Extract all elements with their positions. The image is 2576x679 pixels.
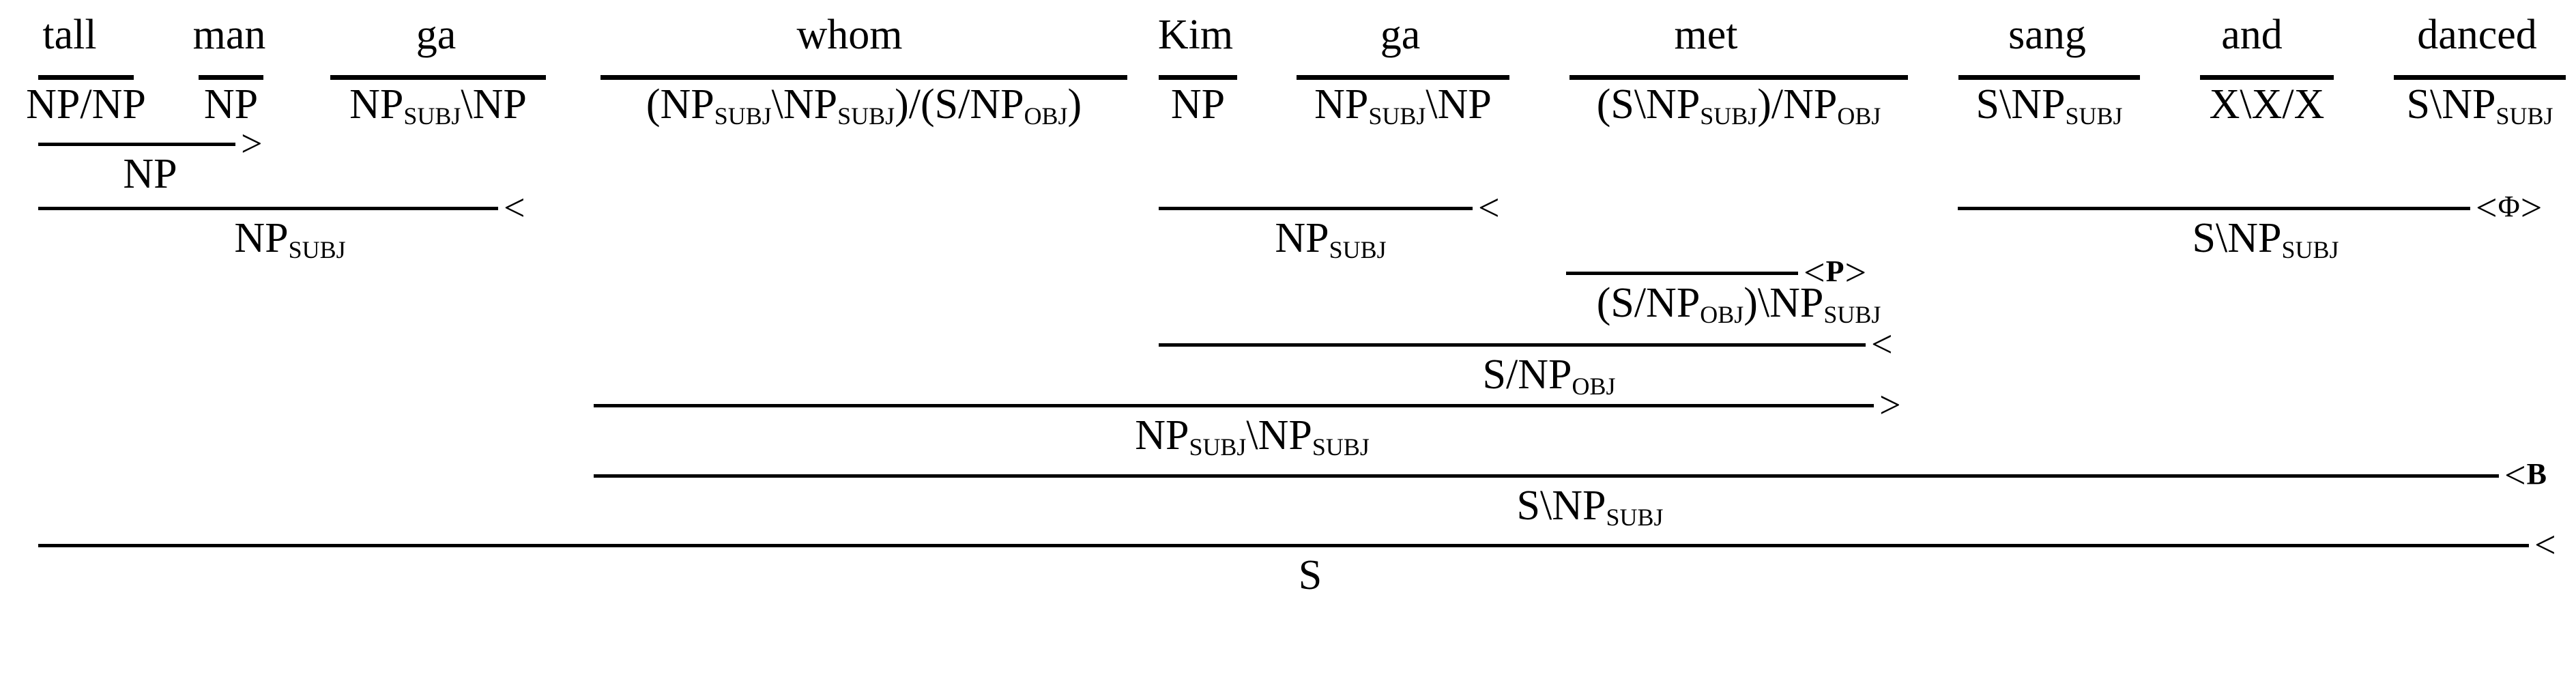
word-whom-3: whom xyxy=(796,12,903,58)
derivation-result-permutation-met: (S/NPOBJ)\NPSUBJ xyxy=(1596,280,1881,328)
category-whom-3: (NPSUBJ\NPSUBJ)/(S/NPOBJ) xyxy=(646,81,1082,130)
rule-symbol: < xyxy=(2476,187,2498,229)
word-ga-2: ga xyxy=(416,12,457,58)
category-ga-2: NPSUBJ\NP xyxy=(349,81,527,130)
derivation-line-backward-composition-relclause-vp xyxy=(594,474,2499,478)
lexical-underline-sang-7 xyxy=(1958,75,2140,80)
category-danced-9: S\NPSUBJ xyxy=(2406,81,2553,130)
derivation-result-backward-application-subject-verb: S/NPOBJ xyxy=(1482,351,1616,400)
rule-label-forward-application-whom-clause: > xyxy=(1879,386,1902,424)
word-Kim-4: Kim xyxy=(1157,12,1234,58)
lexical-underline-and-8 xyxy=(2200,75,2334,80)
derivation-result-backward-application-tallman-ga: NPSUBJ xyxy=(234,215,346,263)
category-Kim-4: NP xyxy=(1170,81,1226,128)
rule-label-permutation-met: <P> xyxy=(1804,254,1867,292)
rule-label-forward-application-tall-man: > xyxy=(241,125,263,163)
rule-symbol: > xyxy=(1844,252,1868,294)
lexical-underline-tall-0 xyxy=(38,75,134,80)
rule-label-backward-application-tallman-ga: < xyxy=(504,189,526,227)
derivation-result-coordination-sang-and-danced: S\NPSUBJ xyxy=(2192,215,2339,263)
rule-symbol: < xyxy=(1871,323,1894,366)
rule-symbol: B xyxy=(2526,457,2547,491)
derivation-line-backward-application-tallman-ga xyxy=(38,207,498,210)
word-and-8: and xyxy=(2221,12,2283,58)
word-man-1: man xyxy=(192,12,266,58)
derivation-line-permutation-met xyxy=(1566,272,1798,275)
word-sang-7: sang xyxy=(2008,12,2086,58)
word-danced-9: danced xyxy=(2417,12,2537,58)
derivation-line-coordination-sang-and-danced xyxy=(1958,207,2470,210)
derivation-result-backward-application-kim-ga: NPSUBJ xyxy=(1275,215,1387,263)
rule-label-backward-composition-relclause-vp: <B xyxy=(2504,457,2547,495)
derivation-line-forward-application-tall-man xyxy=(38,143,235,146)
category-man-1: NP xyxy=(203,81,259,128)
category-and-8: X\X/X xyxy=(2209,81,2325,128)
derivation-line-backward-application-final xyxy=(38,544,2529,547)
rule-label-backward-application-final: < xyxy=(2534,526,2557,564)
rule-symbol: > xyxy=(1879,384,1902,427)
rule-label-backward-application-kim-ga: < xyxy=(1478,189,1501,227)
category-ga-5: NPSUBJ\NP xyxy=(1314,81,1492,130)
derivation-result-forward-application-whom-clause: NPSUBJ\NPSUBJ xyxy=(1135,412,1370,461)
category-sang-7: S\NPSUBJ xyxy=(1976,81,2123,130)
word-ga-5: ga xyxy=(1380,12,1421,58)
rule-symbol: < xyxy=(1478,187,1501,229)
rule-symbol: < xyxy=(504,187,526,229)
rule-symbol: > xyxy=(2520,187,2543,229)
rule-symbol: P xyxy=(1825,255,1845,288)
derivation-line-backward-application-kim-ga xyxy=(1159,207,1473,210)
rule-symbol: < xyxy=(2504,454,2527,497)
lexical-underline-ga-2 xyxy=(330,75,546,80)
derivation-result-backward-application-final: S xyxy=(1298,552,1322,598)
rule-symbol: < xyxy=(1804,252,1826,294)
lexical-underline-met-6 xyxy=(1569,75,1908,80)
lexical-underline-danced-9 xyxy=(2394,75,2566,80)
rule-symbol: < xyxy=(2534,524,2557,566)
lexical-underline-ga-5 xyxy=(1297,75,1509,80)
derivation-line-forward-application-whom-clause xyxy=(594,404,1874,407)
word-met-6: met xyxy=(1674,12,1738,58)
derivation-result-forward-application-tall-man: NP xyxy=(123,151,177,197)
lexical-underline-Kim-4 xyxy=(1159,75,1237,80)
word-tall-0: tall xyxy=(42,12,97,58)
rule-symbol: Φ xyxy=(2498,190,2521,223)
derivation-result-backward-composition-relclause-vp: S\NPSUBJ xyxy=(1516,482,1664,531)
rule-label-coordination-sang-and-danced: <Φ> xyxy=(2476,189,2543,227)
rule-symbol: > xyxy=(241,123,263,165)
derivation-line-backward-application-subject-verb xyxy=(1159,343,1866,347)
category-tall-0: NP/NP xyxy=(26,81,146,128)
category-met-6: (S\NPSUBJ)/NPOBJ xyxy=(1596,81,1881,130)
lexical-underline-man-1 xyxy=(199,75,263,80)
lexical-underline-whom-3 xyxy=(600,75,1127,80)
rule-label-backward-application-subject-verb: < xyxy=(1871,326,1894,364)
